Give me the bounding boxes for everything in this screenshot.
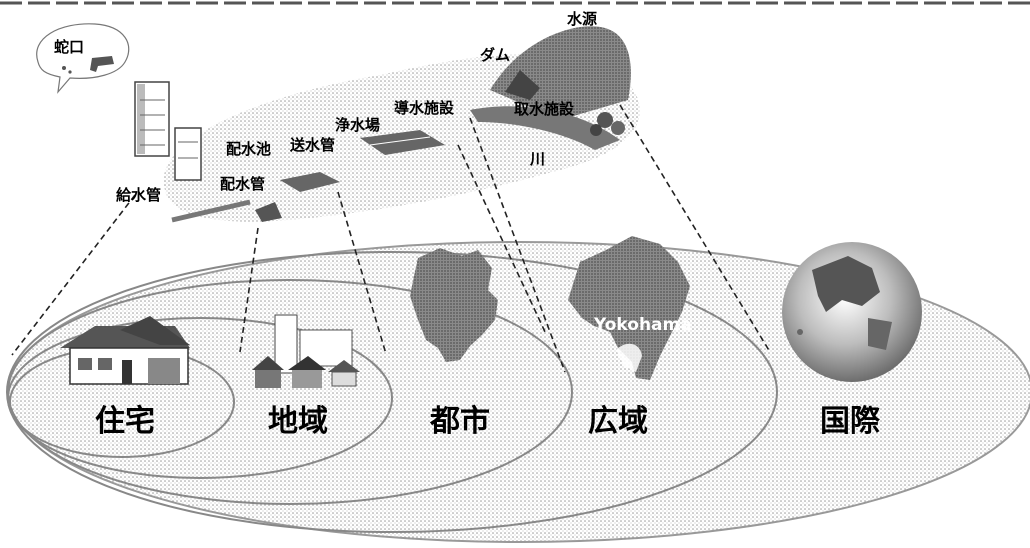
tall-building bbox=[134, 81, 202, 181]
map-label-yokohama: Yokohama bbox=[593, 315, 692, 335]
faucet-bubble bbox=[36, 23, 130, 94]
label-conveyance: 導水施設 bbox=[394, 99, 455, 117]
scale-ellipses bbox=[6, 241, 1030, 543]
treatment-plant bbox=[255, 130, 445, 222]
faucet-icon bbox=[90, 56, 114, 72]
scale-wide-area: 広域 bbox=[588, 404, 648, 439]
scale-city: 都市 bbox=[429, 404, 490, 439]
ellipse-region bbox=[7, 317, 393, 479]
label-water-source: 水源 bbox=[567, 10, 597, 28]
neighborhood-illustration bbox=[252, 314, 360, 388]
label-intake: 取水施設 bbox=[514, 100, 575, 118]
scale-region: 地域 bbox=[268, 404, 328, 439]
scale-international: 国際 bbox=[820, 404, 880, 439]
globe-icon bbox=[782, 242, 922, 382]
label-dam: ダム bbox=[480, 46, 510, 64]
connector-lines bbox=[11, 104, 771, 373]
house-illustration bbox=[60, 316, 190, 385]
city-map bbox=[410, 248, 498, 362]
label-service-pipe: 給水管 bbox=[116, 186, 161, 204]
label-distribution: 配水管 bbox=[220, 175, 265, 193]
label-river: 川 bbox=[529, 150, 545, 168]
mountain-dam bbox=[470, 26, 631, 150]
label-reservoir: 配水池 bbox=[226, 140, 271, 158]
service-pipe bbox=[171, 199, 251, 223]
label-transmission: 送水管 bbox=[289, 136, 335, 154]
region-map bbox=[568, 236, 690, 380]
label-purification: 浄水場 bbox=[335, 116, 380, 134]
scale-house: 住宅 bbox=[95, 404, 155, 439]
label-faucet: 蛇口 bbox=[54, 38, 84, 56]
